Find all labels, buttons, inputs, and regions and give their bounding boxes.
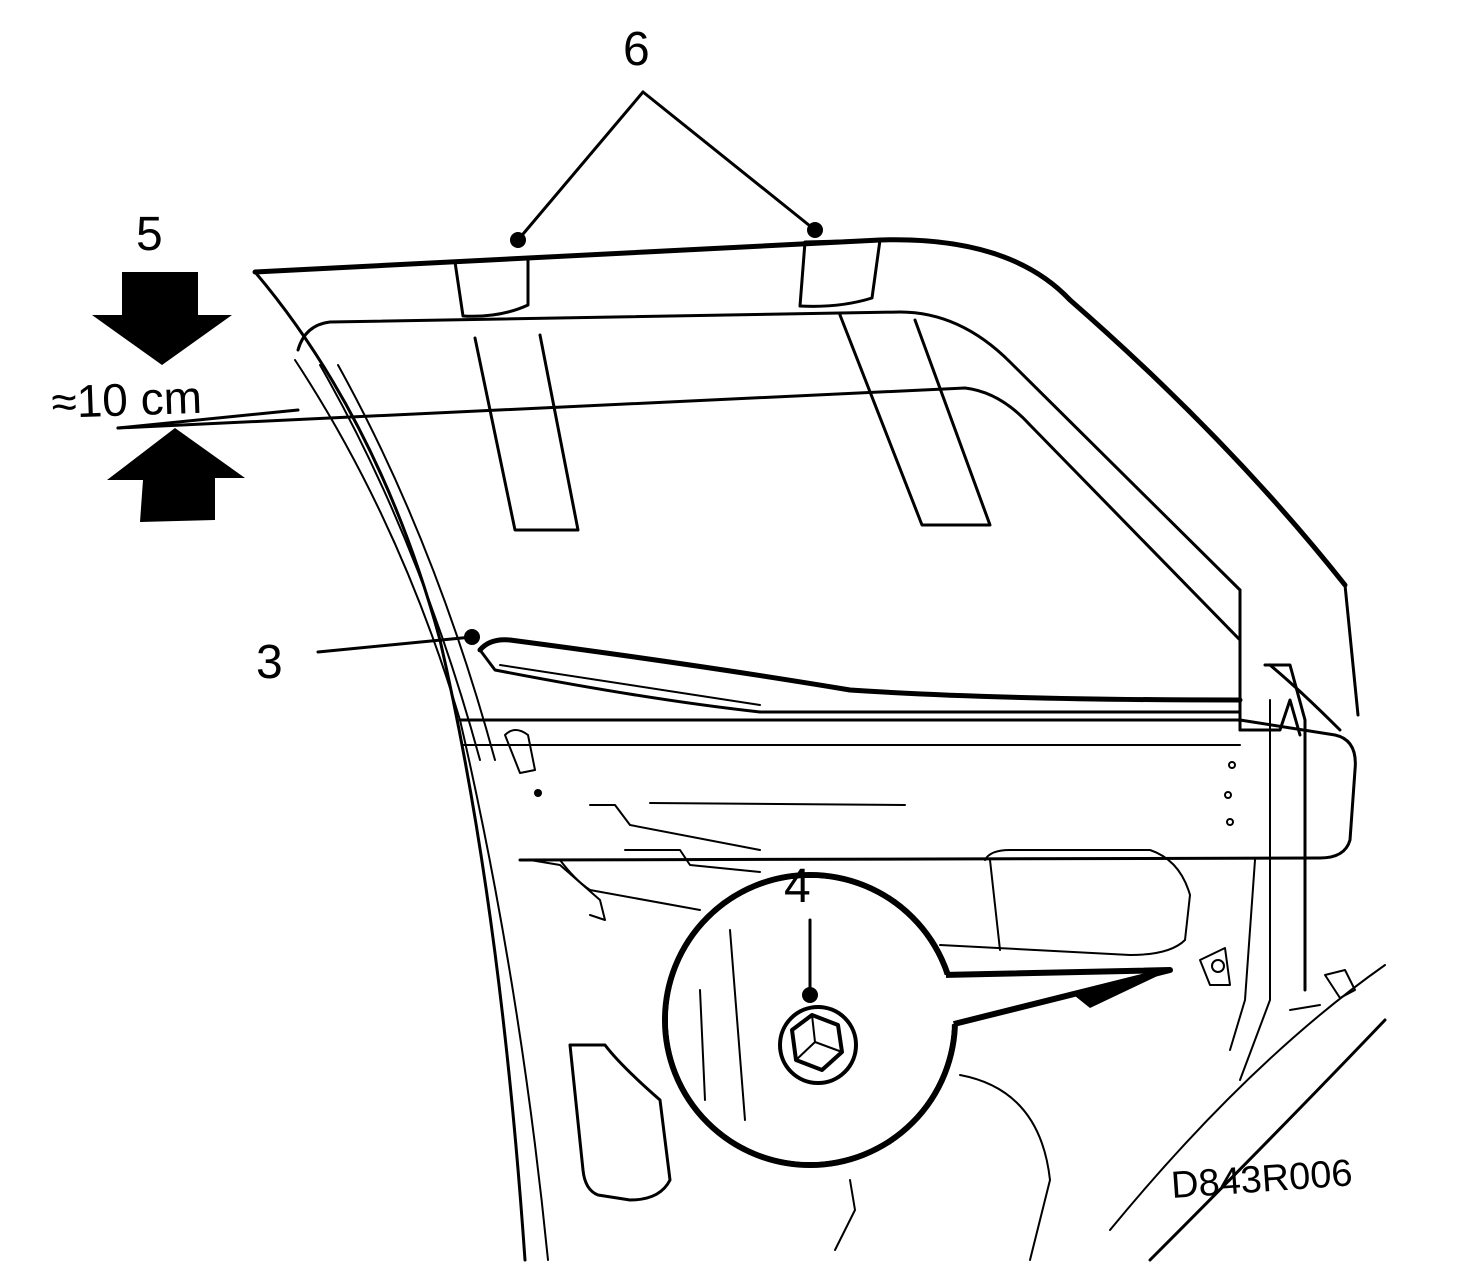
window-seal-strip [477, 637, 1243, 714]
window-clips [453, 238, 992, 532]
callout-4: 4 [784, 860, 811, 913]
bolt-detail-magnifier [662, 872, 1173, 1168]
dimension-label: ≈10 cm [51, 371, 203, 428]
leader-lines [316, 90, 823, 1003]
window-regulator [529, 802, 1231, 986]
dimension-arrows [92, 272, 245, 522]
door-frame [252, 237, 1348, 1262]
drawing-code: D843R006 [1170, 1152, 1354, 1207]
arrow-down-icon [92, 272, 232, 365]
arrow-up-icon [107, 428, 245, 522]
callout-6: 6 [623, 23, 650, 76]
door-inner-panel [458, 583, 1360, 1081]
callout-3: 3 [256, 636, 283, 689]
door-lower-details [568, 964, 1387, 1262]
window-glass [116, 310, 1242, 642]
callout-5: 5 [136, 208, 163, 261]
